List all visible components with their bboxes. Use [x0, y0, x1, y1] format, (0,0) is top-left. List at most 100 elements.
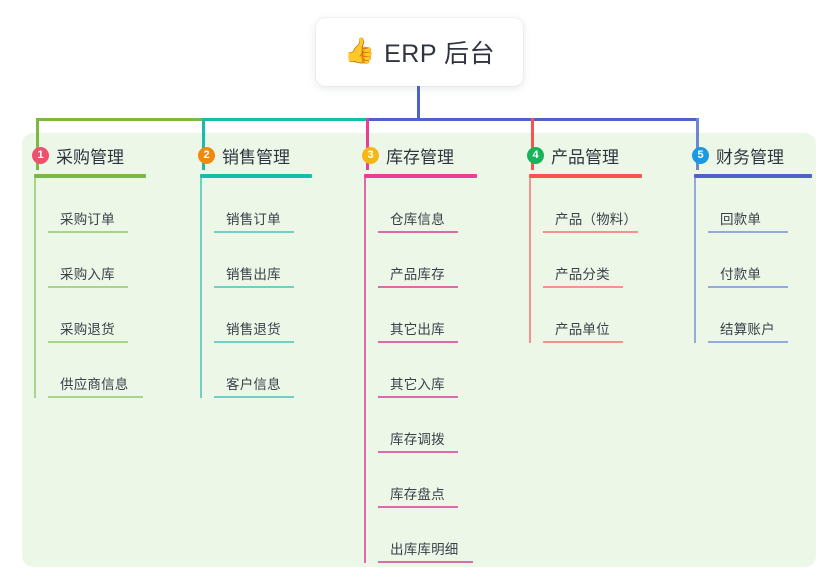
leaf-item[interactable]: 客户信息 — [214, 343, 312, 398]
leaf-rule — [214, 396, 294, 398]
content-panel — [22, 133, 816, 567]
leaf-rule — [214, 341, 294, 343]
column-rule-sales-management — [200, 174, 312, 178]
column-title-purchase-management: 采购管理 — [56, 147, 124, 167]
leaf-label: 库存盘点 — [390, 487, 445, 502]
leaf-label: 付款单 — [720, 267, 762, 282]
drop-finance-management — [696, 118, 699, 170]
column-title-finance-management: 财务管理 — [716, 147, 784, 167]
leaf-item[interactable]: 结算账户 — [708, 288, 812, 343]
drop-sales-management — [202, 118, 205, 170]
leaf-rule — [708, 286, 788, 288]
drop-product-management — [531, 118, 534, 170]
leaf-item[interactable]: 出库库明细 — [378, 508, 477, 563]
leaf-item[interactable]: 采购订单 — [48, 178, 146, 233]
leaf-item[interactable]: 产品（物料） — [543, 178, 642, 233]
column-header-finance-management[interactable]: 5 财务管理 — [682, 143, 812, 167]
leaf-label: 出库库明细 — [390, 542, 459, 557]
leaf-label: 库存调拨 — [390, 432, 445, 447]
trunk-segment-purchase — [37, 118, 205, 121]
column-title-product-management: 产品管理 — [551, 147, 619, 167]
leaf-rule — [543, 231, 638, 233]
leaf-rule — [214, 286, 294, 288]
leaf-item[interactable]: 产品分类 — [543, 233, 642, 288]
leaf-rule — [378, 451, 458, 453]
leaf-item[interactable]: 采购入库 — [48, 233, 146, 288]
leaf-item[interactable]: 库存盘点 — [378, 453, 477, 508]
leaf-rule — [48, 396, 143, 398]
leaf-rule — [214, 231, 294, 233]
leaf-list-inventory-management: 仓库信息产品库存其它出库其它入库库存调拨库存盘点出库库明细 — [364, 178, 477, 563]
column-title-inventory-management: 库存管理 — [386, 147, 454, 167]
leaf-item[interactable]: 销售退货 — [214, 288, 312, 343]
leaf-list-purchase-management: 采购订单采购入库采购退货供应商信息 — [34, 178, 146, 398]
leaf-rule — [48, 341, 128, 343]
column-rule-inventory-management — [364, 174, 477, 178]
leaf-label: 其它出库 — [390, 322, 445, 337]
leaf-label: 产品（物料） — [555, 212, 638, 227]
root-node[interactable]: 👍 ERP 后台 — [316, 18, 523, 86]
leaf-spine-product-management — [529, 178, 531, 343]
leaf-label: 回款单 — [720, 212, 762, 227]
badge-number-5: 5 — [692, 146, 709, 164]
leaf-list-product-management: 产品（物料） 产品分类产品单位 — [529, 178, 642, 343]
leaf-rule — [378, 341, 458, 343]
leaf-spine-purchase-management — [34, 178, 36, 398]
leaf-item[interactable]: 回款单 — [708, 178, 812, 233]
badge-number-2: 2 — [198, 146, 215, 164]
root-stem — [417, 84, 420, 121]
leaf-label: 销售退货 — [226, 322, 281, 337]
leaf-label: 销售订单 — [226, 212, 281, 227]
drop-purchase-management — [36, 118, 39, 170]
leaf-rule — [543, 341, 623, 343]
leaf-list-finance-management: 回款单付款单结算账户 — [694, 178, 812, 343]
leaf-item[interactable]: 采购退货 — [48, 288, 146, 343]
leaf-label: 仓库信息 — [390, 212, 445, 227]
leaf-label: 客户信息 — [226, 377, 281, 392]
drop-inventory-management — [366, 118, 369, 170]
leaf-spine-inventory-management — [364, 178, 366, 563]
trunk-segment-sales — [203, 118, 369, 121]
leaf-item[interactable]: 其它入库 — [378, 343, 477, 398]
leaf-item[interactable]: 仓库信息 — [378, 178, 477, 233]
leaf-label: 采购退货 — [60, 322, 115, 337]
leaf-item[interactable]: 销售出库 — [214, 233, 312, 288]
leaf-rule — [378, 396, 458, 398]
leaf-label: 产品单位 — [555, 322, 610, 337]
leaf-rule — [708, 341, 788, 343]
leaf-item[interactable]: 其它出库 — [378, 288, 477, 343]
leaf-rule — [378, 506, 458, 508]
leaf-item[interactable]: 产品单位 — [543, 288, 642, 343]
leaf-label: 供应商信息 — [60, 377, 129, 392]
leaf-item[interactable]: 库存调拨 — [378, 398, 477, 453]
leaf-list-sales-management: 销售订单销售出库销售退货客户信息 — [200, 178, 312, 398]
leaf-label: 其它入库 — [390, 377, 445, 392]
leaf-rule — [708, 231, 788, 233]
column-rule-product-management — [529, 174, 642, 178]
leaf-item[interactable]: 产品库存 — [378, 233, 477, 288]
leaf-label: 结算账户 — [720, 322, 775, 337]
leaf-rule — [48, 286, 128, 288]
leaf-label: 采购入库 — [60, 267, 115, 282]
leaf-label: 产品库存 — [390, 267, 445, 282]
leaf-label: 产品分类 — [555, 267, 610, 282]
leaf-item[interactable]: 供应商信息 — [48, 343, 146, 398]
leaf-rule — [48, 231, 128, 233]
leaf-item[interactable]: 销售订单 — [214, 178, 312, 233]
leaf-label: 销售出库 — [226, 267, 281, 282]
column-finance-management: 5 财务管理回款单付款单结算账户 — [682, 143, 812, 343]
leaf-spine-sales-management — [200, 178, 202, 398]
column-rule-finance-management — [694, 174, 812, 178]
leaf-label: 采购订单 — [60, 212, 115, 227]
leaf-rule — [378, 231, 458, 233]
leaf-item[interactable]: 付款单 — [708, 233, 812, 288]
